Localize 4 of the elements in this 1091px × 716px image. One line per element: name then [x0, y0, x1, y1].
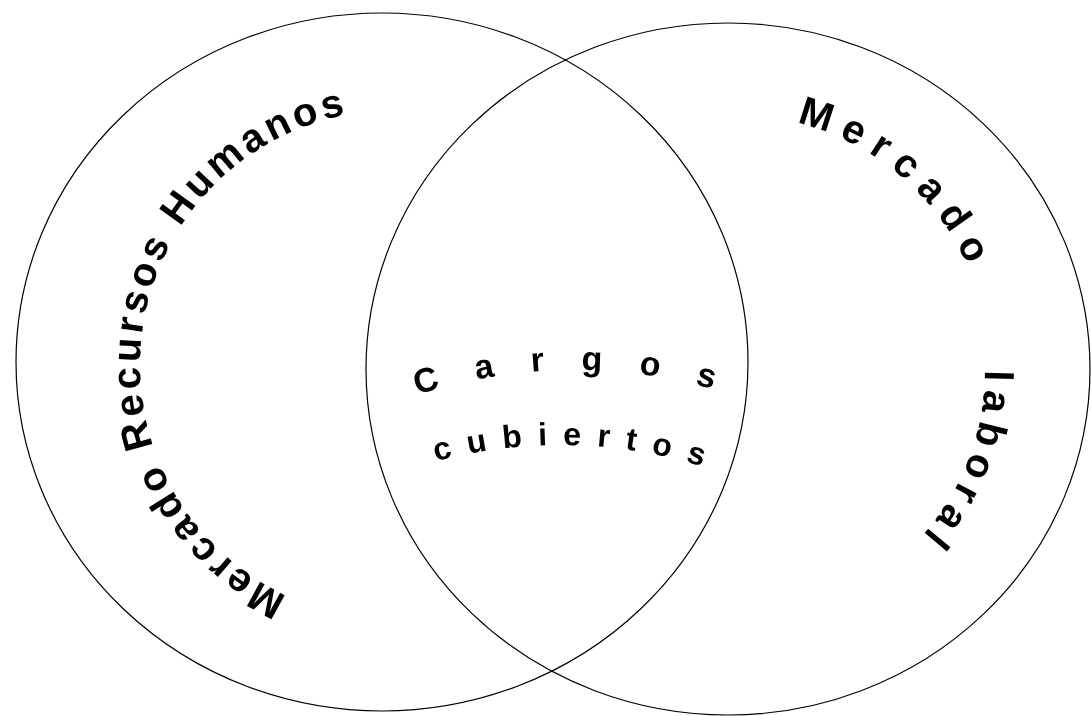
venn-circle	[15, 12, 749, 712]
overlap-label: Cargos	[408, 338, 721, 402]
venn-circle	[365, 22, 1091, 716]
overlap-label: cubiertos	[428, 415, 711, 474]
